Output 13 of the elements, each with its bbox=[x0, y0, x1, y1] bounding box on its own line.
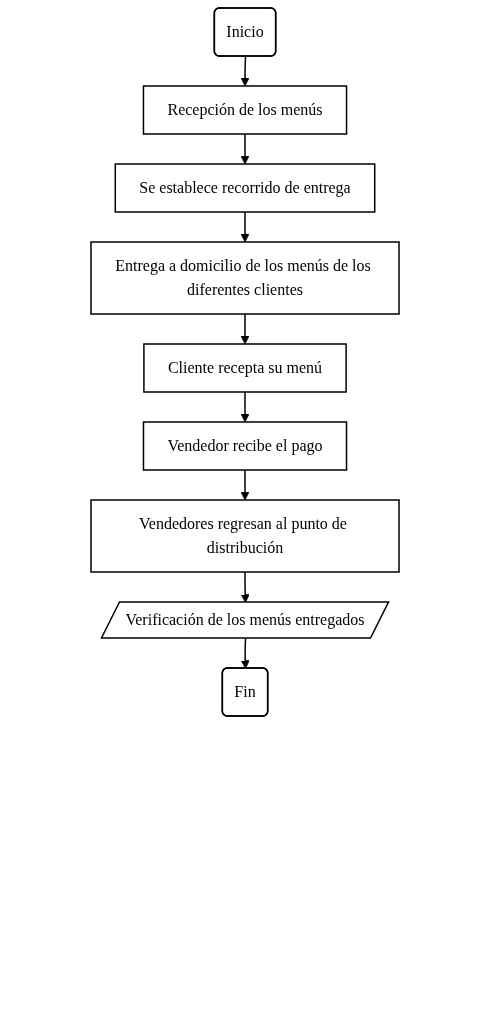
node-box: Se establece recorrido de entrega bbox=[114, 163, 375, 213]
arrow bbox=[240, 55, 249, 87]
arrow bbox=[240, 571, 250, 603]
node-box: Entrega a domicilio de los menús de los diferentes clientes bbox=[89, 241, 400, 315]
arrow bbox=[240, 469, 249, 501]
arrow bbox=[240, 391, 249, 423]
node-box: Cliente recepta su menú bbox=[142, 343, 347, 393]
node-box: Vendedor recibe el pago bbox=[142, 421, 347, 471]
node-box: Recepción de los menús bbox=[142, 85, 347, 135]
arrow bbox=[240, 133, 249, 165]
arrow bbox=[240, 211, 249, 243]
arrow bbox=[240, 313, 249, 345]
node-box: Vendedores regresan al punto de distribución bbox=[89, 499, 400, 573]
